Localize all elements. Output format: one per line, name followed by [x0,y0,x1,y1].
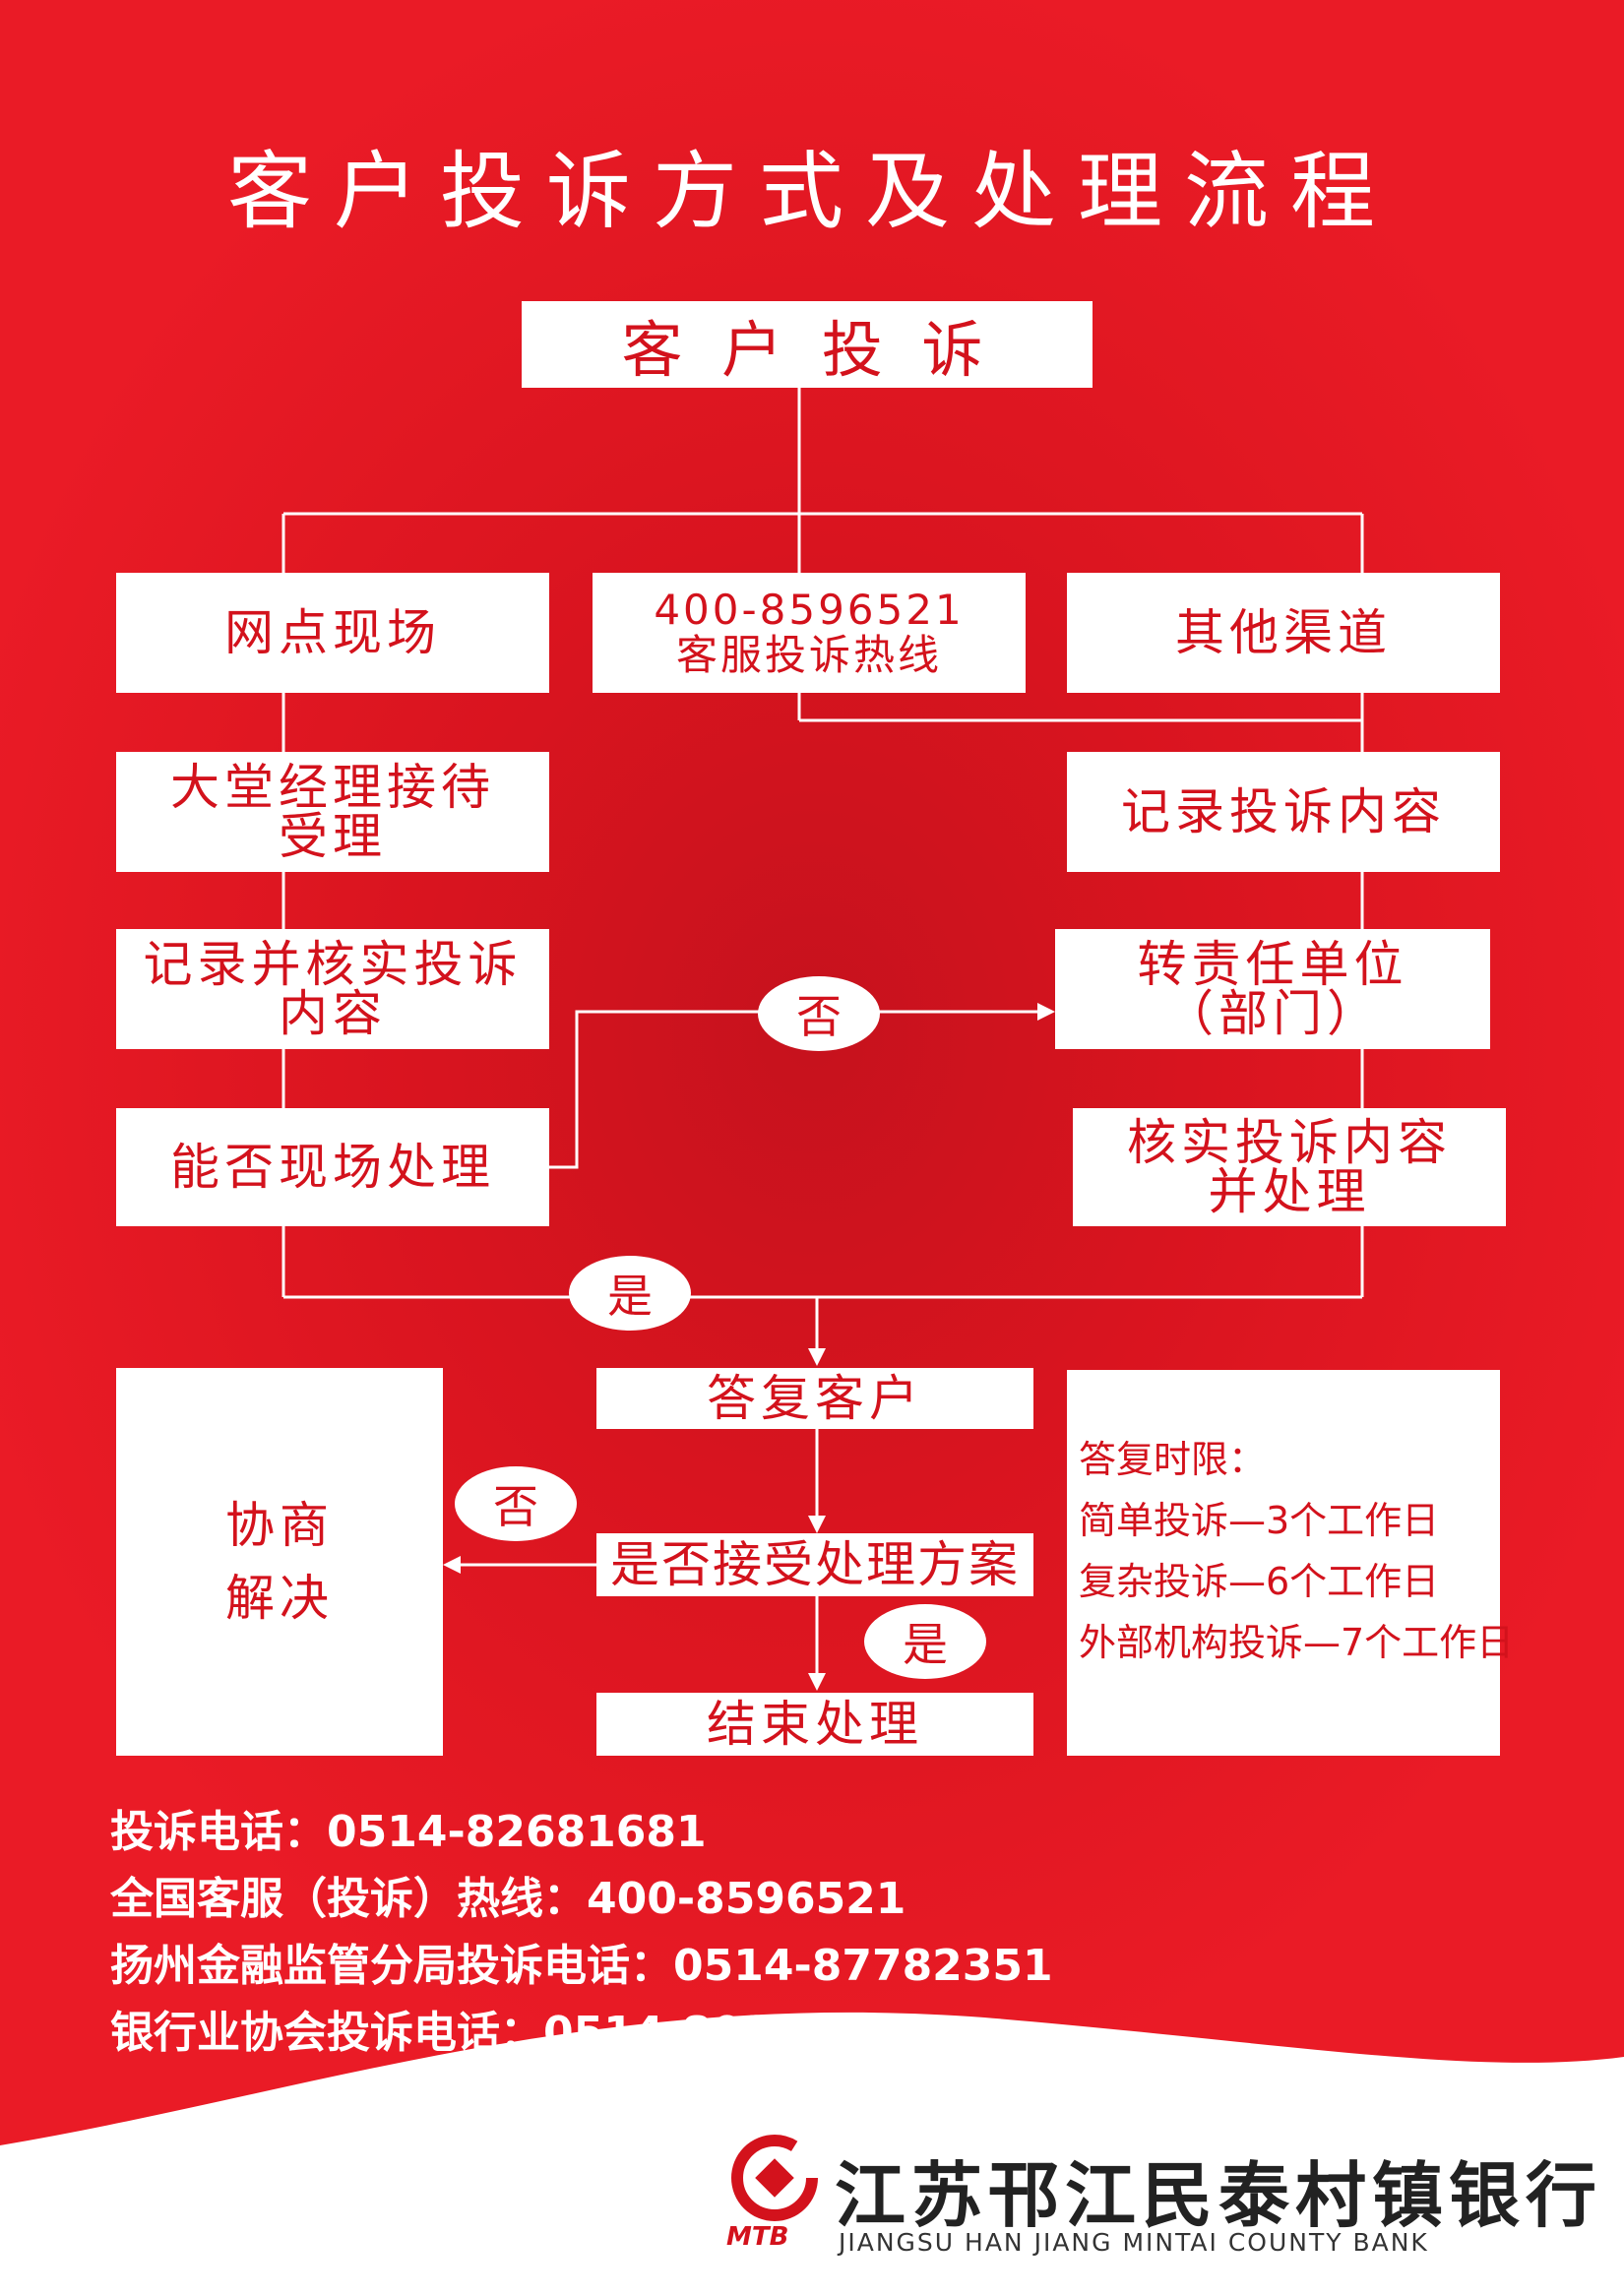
bank-name: 江苏邗江民泰村镇银行 [835,2154,1603,2237]
limits-title: 答复时限： [1079,1438,1267,1481]
node-complaint: 客 户 投 诉 [522,301,1093,388]
contact-regulator-phone: 扬州金融监管分局投诉电话：0514-87782351 [110,1941,1053,1991]
bank-name-english: JIANGSU HAN JIANG MINTAI COUNTY BANK [839,2228,1429,2257]
contact-national-hotline: 全国客服（投诉）热线：400-8596521 [110,1874,906,1924]
label-yes-onsite: 是 [569,1256,691,1331]
limit-item: 复杂投诉—6个工作日 [1079,1560,1440,1603]
bottom-wave [0,2012,1624,2296]
label-yes-accept: 是 [864,1604,986,1679]
node-can-handle: 能否现场处理 [116,1108,549,1226]
limit-item: 简单投诉—3个工作日 [1079,1499,1440,1542]
node-branch: 网点现场 [116,573,549,693]
node-record-verify: 记录并核实投诉 内容 [116,929,549,1049]
hotline-number: 400-8596521 [654,586,965,634]
node-hotline: 400-8596521 客服投诉热线 [593,573,1026,693]
label-no-onsite: 否 [758,976,880,1051]
bank-logo-text: MTB [726,2222,789,2252]
node-transfer: 转责任单位 （部门） [1055,929,1490,1049]
node-lobby-manager: 大堂经理接待 受理 [116,752,549,872]
node-other-channels: 其他渠道 [1067,573,1500,693]
node-verify-handle: 核实投诉内容 并处理 [1073,1108,1506,1226]
hotline-label: 客服投诉热线 [675,631,942,679]
label-no-accept: 否 [455,1466,577,1541]
node-reply-customer: 答复客户 [596,1368,1033,1429]
contact-list: 投诉电话：0514-82681681 全国客服（投诉）热线：400-859652… [110,1799,1053,2067]
contact-complaint-phone: 投诉电话：0514-82681681 [110,1807,707,1857]
bank-logo-icon [731,2135,818,2221]
contact-association-phone: 银行业协会投诉电话：0514-80309773 [110,2008,923,2058]
node-accept-plan: 是否接受处理方案 [596,1533,1033,1596]
node-record-content: 记录投诉内容 [1067,752,1500,872]
node-negotiate: 协商 解决 [116,1368,443,1756]
limit-item: 外部机构投诉—7个工作日 [1079,1621,1515,1664]
node-end: 结束处理 [596,1693,1033,1756]
page-title: 客户投诉方式及处理流程 [227,143,1397,241]
reply-time-limits: 答复时限： 简单投诉—3个工作日 复杂投诉—6个工作日 外部机构投诉—7个工作日 [1067,1370,1515,1756]
